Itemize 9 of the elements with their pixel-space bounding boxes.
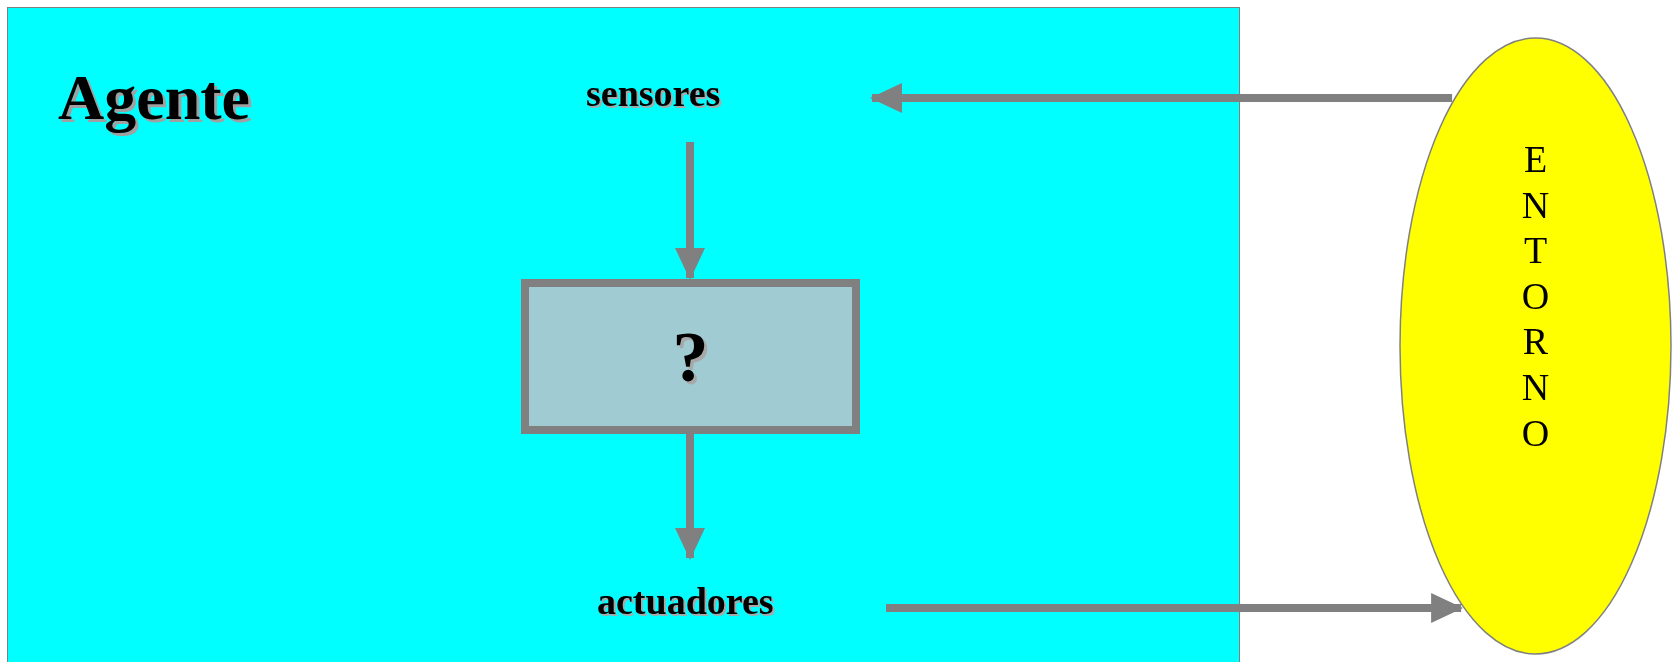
- arrow: [886, 593, 1464, 623]
- question-mark: ?: [672, 320, 709, 393]
- component-label: actuadores: [597, 581, 774, 623]
- component-label: sensores: [586, 73, 721, 115]
- process-box: [521, 279, 860, 434]
- arrow: [870, 83, 1453, 113]
- agent-panel: [7, 7, 1240, 662]
- arrow: [675, 433, 705, 560]
- environment-label: ENTORNO: [1520, 137, 1551, 456]
